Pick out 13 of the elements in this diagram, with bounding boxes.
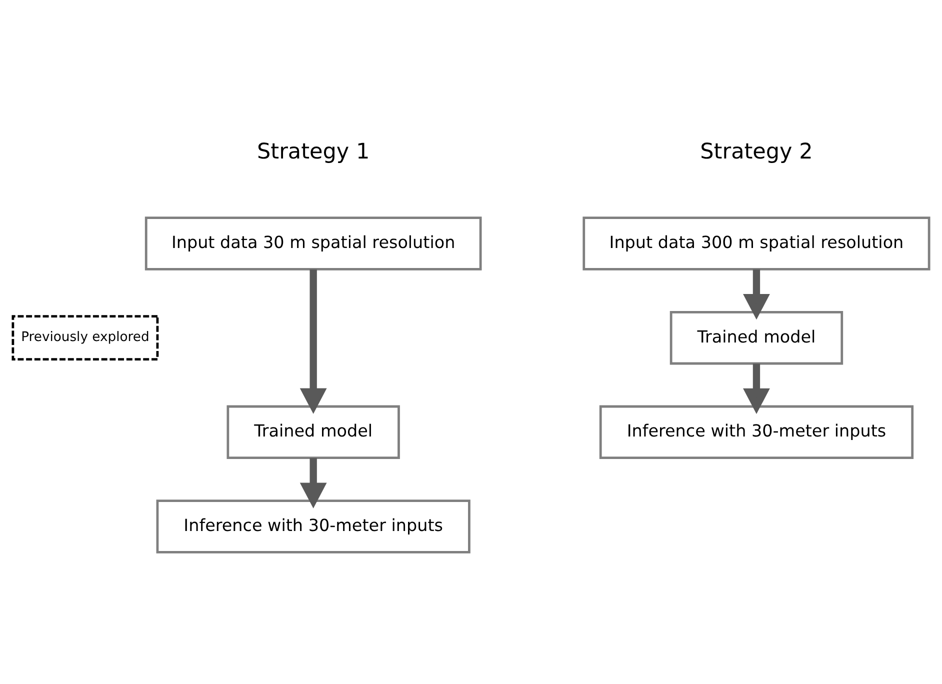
arrow	[300, 269, 327, 414]
node-box: Inference with 30-meter inputs	[156, 500, 470, 554]
label: Strategy 2	[700, 140, 813, 165]
arrow	[743, 364, 770, 414]
node-box: Input data 30 m spatial resolution	[144, 216, 482, 270]
arrow	[300, 458, 327, 508]
node-box: Input data 300 m spatial resolution	[582, 216, 930, 270]
arrow	[743, 269, 770, 320]
node-box: Previously explored	[12, 315, 159, 361]
label: Strategy 1	[257, 140, 370, 165]
node-box: Trained model	[670, 310, 844, 365]
node-box: Trained model	[226, 405, 400, 460]
node-box: Inference with 30-meter inputs	[599, 405, 914, 460]
